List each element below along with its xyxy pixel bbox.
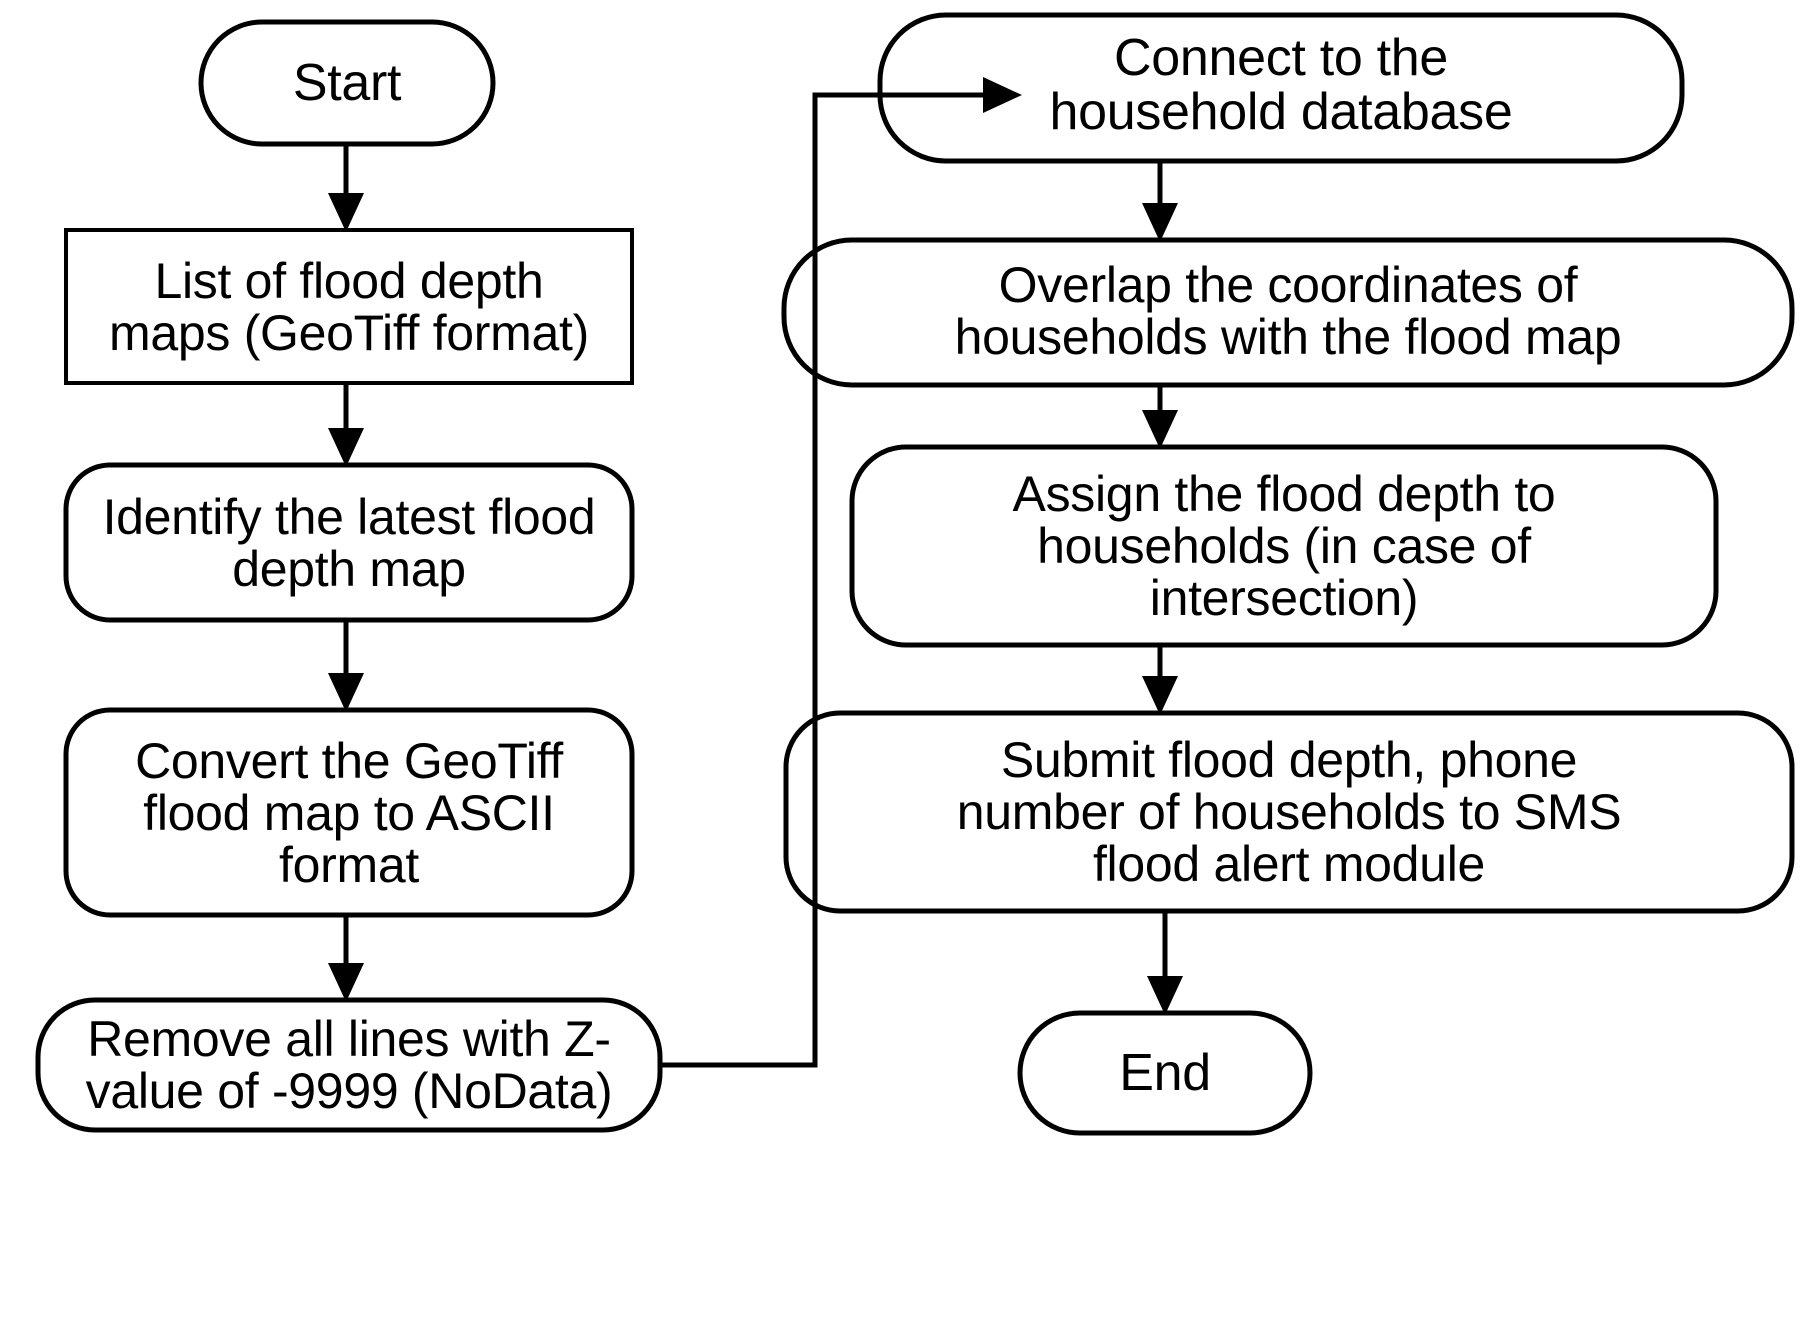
edge-remove-to-connect-db xyxy=(660,77,1022,1068)
node-shape-start[interactable] xyxy=(198,19,496,147)
node-shape-connect-db[interactable] xyxy=(877,12,1685,164)
node-shape-submit[interactable] xyxy=(783,710,1795,914)
node-shape-convert[interactable] xyxy=(63,707,635,918)
edge-connect-db-to-overlap xyxy=(1142,161,1178,242)
edge-submit-to-end xyxy=(1147,911,1183,1015)
node-shape-list-maps[interactable] xyxy=(64,228,634,385)
node-shape-end[interactable] xyxy=(1017,1010,1313,1136)
edge-identify-to-convert xyxy=(328,620,364,712)
node-shape-overlap[interactable] xyxy=(781,237,1795,388)
edge-overlap-to-assign xyxy=(1142,385,1178,449)
node-shape-identify[interactable] xyxy=(63,462,635,623)
edge-start-to-list-maps xyxy=(328,144,364,232)
edge-list-maps-to-identify xyxy=(328,383,364,467)
node-shape-remove[interactable] xyxy=(35,997,663,1133)
edge-assign-to-submit xyxy=(1142,645,1178,715)
node-shape-assign[interactable] xyxy=(849,444,1719,648)
edge-convert-to-remove xyxy=(328,915,364,1002)
